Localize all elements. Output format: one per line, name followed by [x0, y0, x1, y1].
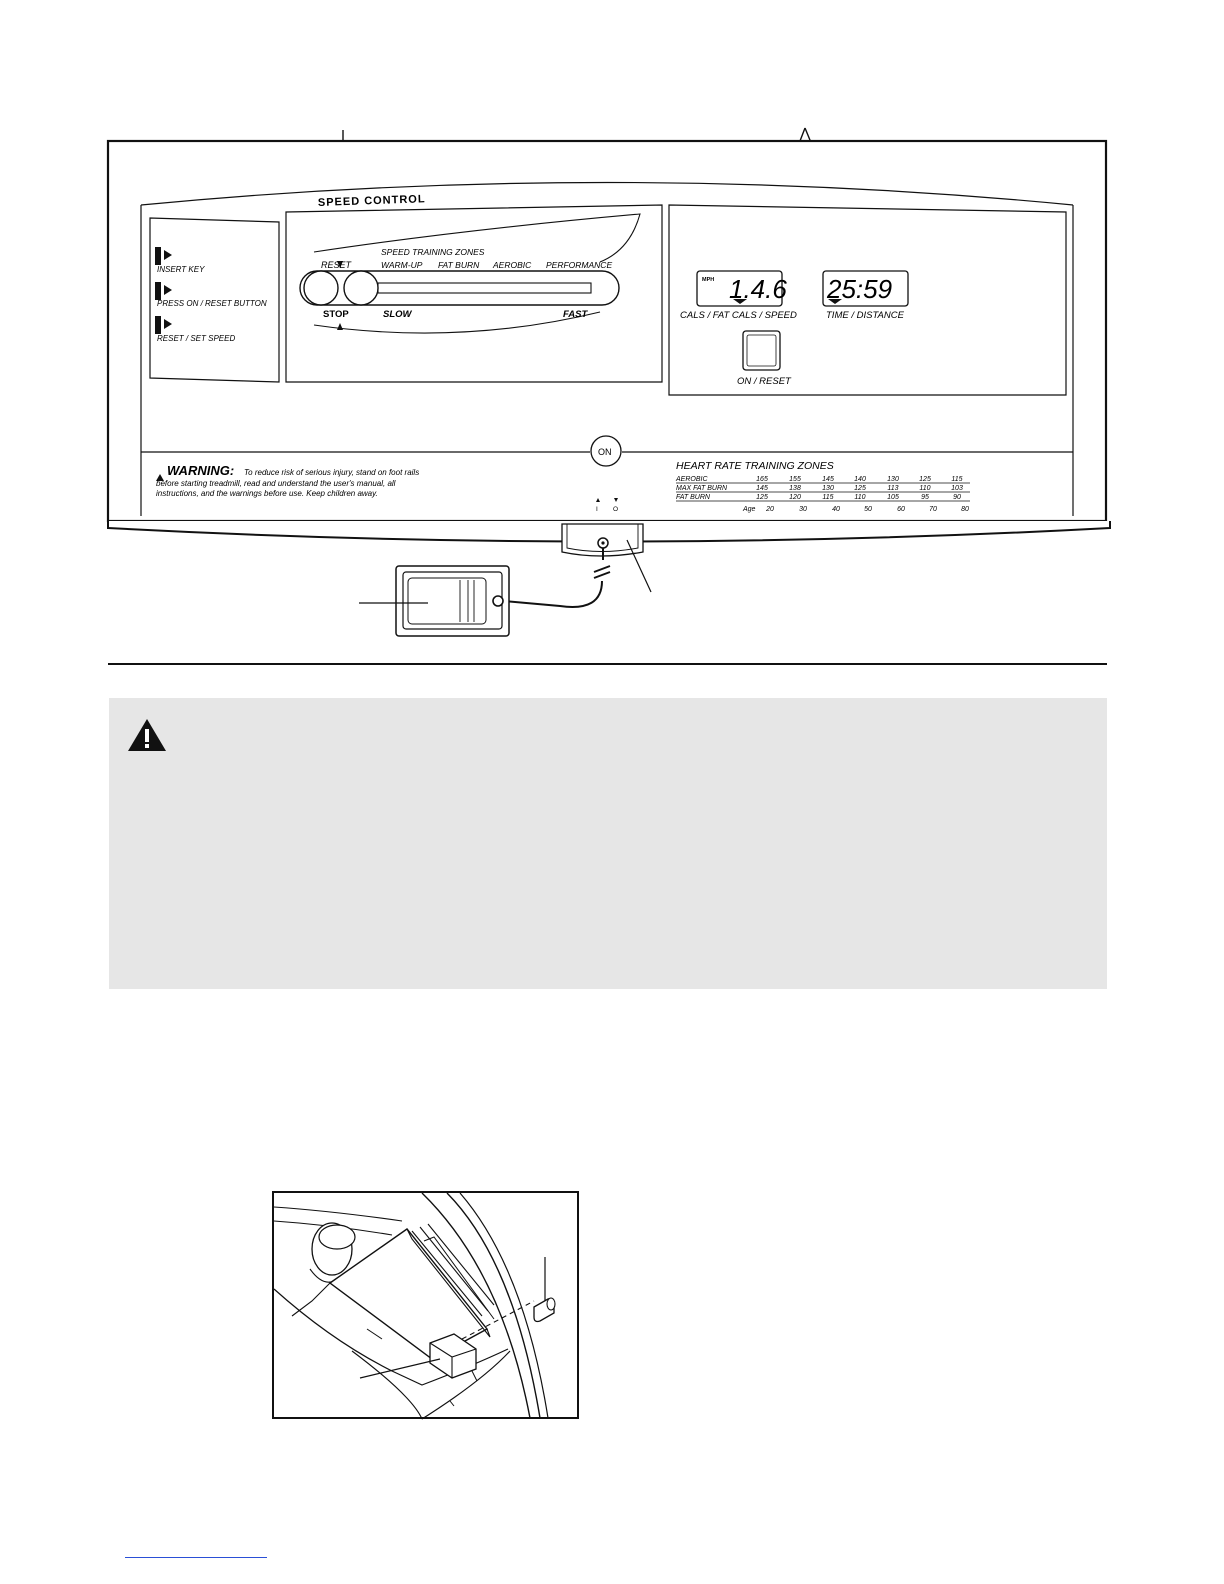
hr-row-label: FAT BURN [676, 494, 711, 501]
zone-performance: PERFORMANCE [546, 260, 612, 270]
on-reset-button[interactable] [742, 330, 781, 371]
reset-arrow-icon [337, 261, 343, 268]
hr-row-label: AEROBIC [675, 476, 708, 483]
hr-cell: 115 [822, 494, 833, 501]
speed-zones-title: SPEED TRAINING ZONES [381, 247, 485, 257]
switch-mark-off: O [613, 506, 618, 513]
speed-slider-knob[interactable] [343, 270, 379, 306]
display-right-indicator-icon [828, 299, 842, 304]
hr-zones-title: HEART RATE TRAINING ZONES [676, 460, 834, 472]
on-reset-label: ON / RESET [737, 376, 792, 387]
on-indicator-circle [590, 435, 622, 467]
warning-triangle-icon [128, 719, 166, 751]
hr-age-value: 60 [897, 506, 905, 513]
console-warning-line-2: before starting treadmill, read and unde… [156, 479, 396, 488]
steps-panel [149, 217, 280, 383]
hr-cell: 125 [756, 494, 768, 501]
display-unit-mph: MPH [702, 277, 714, 283]
display-speed-value: 1.4.6 [729, 274, 787, 304]
callout-line-receptacle [626, 539, 652, 593]
display-time-value: 25:59 [826, 274, 892, 304]
fast-label: FAST [563, 309, 588, 320]
console-warning-line-1: To reduce risk of serious injury, stand … [244, 468, 419, 477]
hr-age-value: 30 [799, 506, 807, 513]
hr-cell: 130 [887, 476, 899, 483]
display-panel [668, 204, 1067, 396]
footer-link-rule [125, 1557, 267, 1558]
key-clip-illustration [272, 1191, 579, 1420]
speed-slider-slot [377, 282, 592, 294]
zone-aerobic: AEROBIC [492, 260, 532, 270]
stop-label: STOP [323, 309, 349, 320]
reset-label: RESET [321, 260, 353, 270]
callout-line-illustration-receptacle [359, 1358, 441, 1379]
hr-cell: 105 [887, 494, 899, 501]
stop-position-circle [303, 270, 339, 306]
console-warning-icon [156, 474, 164, 481]
display-speed-window [696, 270, 783, 307]
hr-cell: 155 [789, 476, 801, 483]
hr-row-label: MAX FAT BURN [676, 485, 728, 492]
key-tether-cord [503, 548, 611, 608]
hr-age-value: 40 [832, 506, 840, 513]
speed-panel [285, 204, 663, 383]
step-2-label: PRESS ON / RESET BUTTON [157, 299, 267, 308]
display-left-label: CALS / FAT CALS / SPEED [680, 310, 797, 321]
hr-cell: 90 [953, 494, 961, 501]
on-label: ON [598, 447, 612, 457]
display-time-window [822, 270, 909, 307]
hr-cell: 140 [854, 476, 866, 483]
hr-cell: 125 [919, 476, 931, 483]
hr-cell: 138 [789, 485, 801, 492]
hr-cell: 110 [854, 494, 865, 501]
zone-warm-up: WARM-UP [381, 260, 423, 270]
hr-cell: 115 [951, 476, 962, 483]
hr-cell: 103 [951, 485, 963, 492]
console-diagram: SPEED CONTROL INSERT KEY PRESS ON / RESE… [106, 127, 1111, 665]
step-2-icon [155, 282, 172, 300]
hr-cell: 130 [822, 485, 834, 492]
hr-age-value: 70 [929, 506, 937, 513]
step-1-label: INSERT KEY [157, 265, 205, 274]
speed-control-title: SPEED CONTROL [318, 193, 426, 209]
zone-fat-burn: FAT BURN [438, 260, 480, 270]
step-1-icon [155, 247, 172, 265]
slow-label: SLOW [383, 309, 413, 320]
hr-cell: 145 [756, 485, 768, 492]
console-warning-line-3: instructions, and the warnings before us… [156, 489, 378, 498]
hr-cell: 125 [854, 485, 866, 492]
hr-cell: 110 [919, 485, 930, 492]
display-right-label: TIME / DISTANCE [826, 310, 905, 321]
step-3-label: RESET / SET SPEED [157, 334, 235, 343]
illustration-receptacle [429, 1333, 477, 1379]
display-left-indicator-icon [733, 299, 747, 304]
hr-age-value: 20 [765, 506, 774, 513]
hr-age-label: Age [742, 506, 756, 513]
hr-cell: 113 [887, 485, 898, 492]
warning-box [109, 698, 1107, 989]
hr-age-value: 80 [961, 506, 969, 513]
hr-cell: 95 [921, 494, 929, 501]
hr-cell: 165 [756, 476, 768, 483]
illustration-key-icon [533, 1297, 556, 1323]
stop-arrow-icon [337, 323, 343, 330]
hr-age-value: 50 [864, 506, 872, 513]
step-3-icon [155, 316, 172, 334]
hr-cell: 120 [789, 494, 801, 501]
console-warning-title: WARNING: [167, 463, 234, 478]
switch-mark-on: I [596, 506, 598, 513]
hr-cell: 145 [822, 476, 834, 483]
